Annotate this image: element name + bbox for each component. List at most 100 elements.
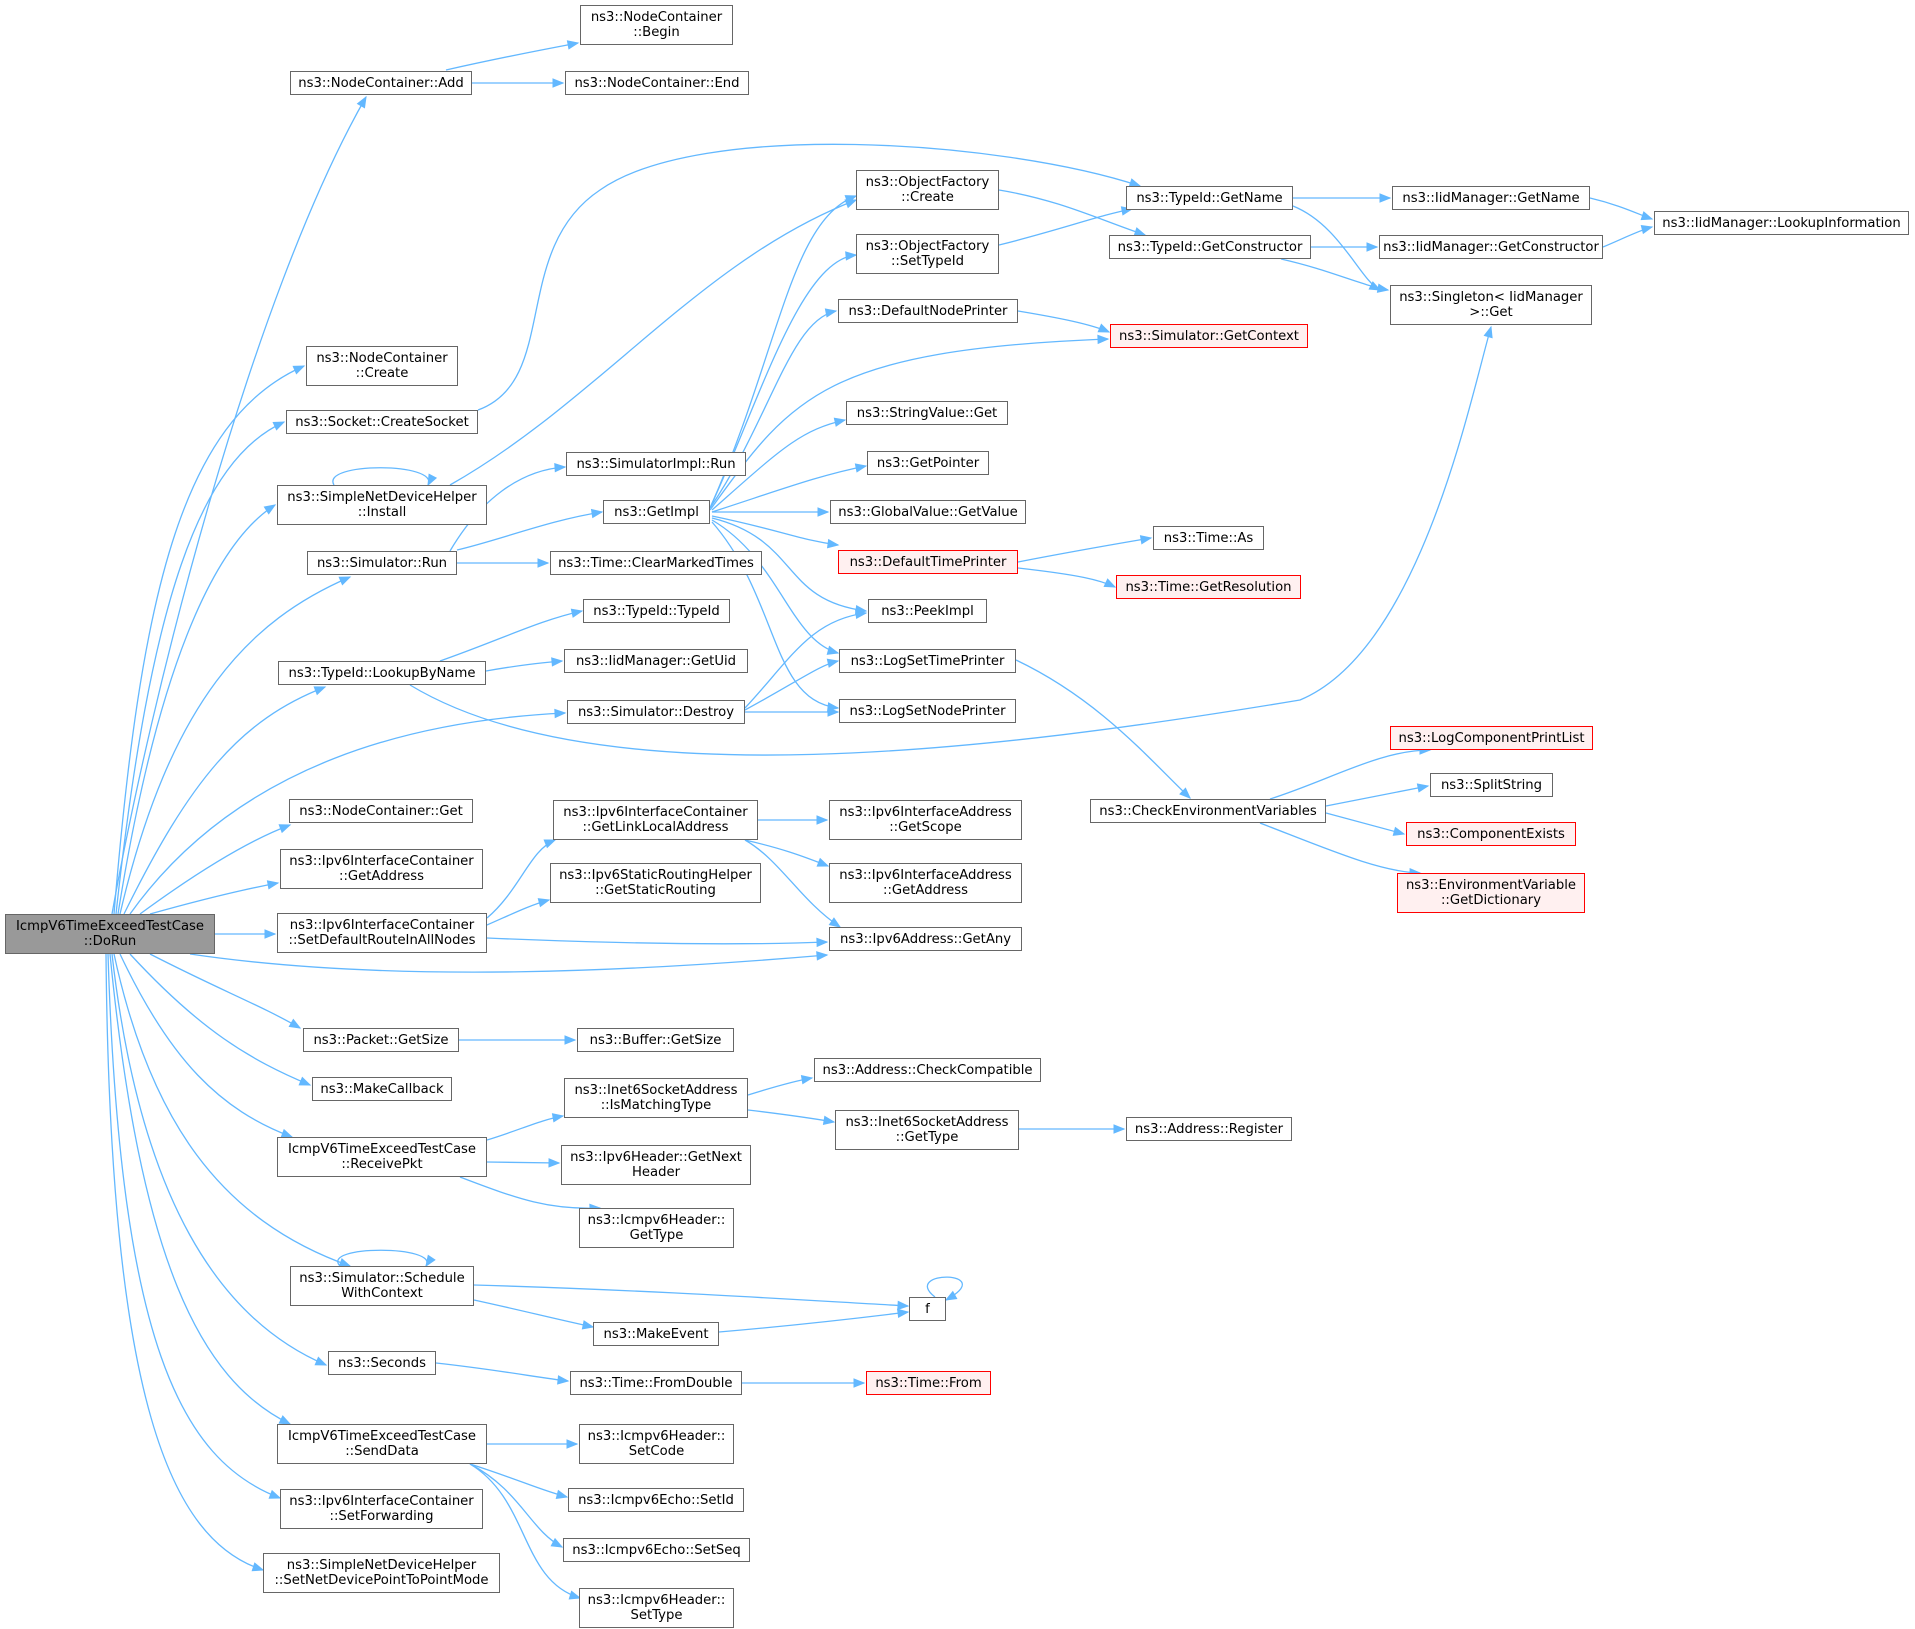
node-time-getres[interactable]: ns3::Time::GetResolution	[1116, 575, 1301, 599]
node-receivepkt[interactable]: IcmpV6TimeExceedTestCase ::ReceivePkt	[277, 1137, 487, 1177]
edge-3	[113, 365, 305, 915]
edge-arrowhead	[1640, 211, 1654, 221]
node-ipv6srh-getstatic[interactable]: ns3::Ipv6StaticRoutingHelper ::GetStatic…	[550, 863, 761, 903]
node-compexists[interactable]: ns3::ComponentExists	[1406, 822, 1576, 846]
node-ipv6ic-setfwd[interactable]: ns3::Ipv6InterfaceContainer ::SetForward…	[280, 1489, 483, 1529]
node-nc-create[interactable]: ns3::NodeContainer ::Create	[306, 346, 458, 386]
node-senddata[interactable]: IcmpV6TimeExceedTestCase ::SendData	[277, 1424, 487, 1464]
edge-52	[744, 612, 867, 709]
node-stringval-get[interactable]: ns3::StringValue::Get	[846, 401, 1008, 425]
node-nc-add[interactable]: ns3::NodeContainer::Add	[290, 71, 472, 95]
edge-arrowhead	[1376, 283, 1390, 293]
node-ipv6addr-getany[interactable]: ns3::Ipv6Address::GetAny	[829, 927, 1022, 951]
node-gv-getvalue[interactable]: ns3::GlobalValue::GetValue	[830, 500, 1026, 524]
edge-16	[113, 953, 351, 1267]
node-of-settypeid[interactable]: ns3::ObjectFactory ::SetTypeId	[856, 234, 999, 274]
node-nc-begin[interactable]: ns3::NodeContainer ::Begin	[580, 5, 733, 45]
node-deftimeprinter[interactable]: ns3::DefaultTimePrinter	[838, 550, 1018, 574]
node-splitstring[interactable]: ns3::SplitString	[1430, 773, 1553, 797]
node-typeid-getname[interactable]: ns3::TypeId::GetName	[1126, 186, 1293, 210]
node-iid-getctor[interactable]: ns3::IidManager::GetConstructor	[1379, 235, 1603, 259]
node-logsettime[interactable]: ns3::LogSetTimePrinter	[839, 649, 1016, 673]
node-ipv6ic-getlinklocal[interactable]: ns3::Ipv6InterfaceContainer ::GetLinkLoc…	[553, 800, 758, 840]
edge-arrowhead	[278, 824, 292, 834]
edge-6	[119, 576, 351, 915]
edge-34	[711, 515, 839, 546]
edge-arrowhead	[313, 686, 327, 696]
edge-23	[477, 143, 1141, 411]
edge-arrowhead	[845, 251, 858, 261]
node-sim-run[interactable]: ns3::Simulator::Run	[307, 551, 457, 575]
node-logcompprint[interactable]: ns3::LogComponentPrintList	[1390, 726, 1593, 750]
node-makecallback[interactable]: ns3::MakeCallback	[312, 1077, 452, 1101]
edge-51	[409, 326, 1492, 756]
node-i6sa-gettype[interactable]: ns3::Inet6SocketAddress ::GetType	[835, 1110, 1019, 1150]
node-nc-get[interactable]: ns3::NodeContainer::Get	[289, 799, 473, 823]
edge-arrowhead	[1392, 826, 1406, 836]
edge-17	[111, 953, 327, 1366]
node-seconds[interactable]: ns3::Seconds	[328, 1351, 436, 1375]
edge-arrowhead	[537, 558, 550, 568]
node-ipv6ic-getaddress[interactable]: ns3::Ipv6InterfaceContainer ::GetAddress	[280, 849, 483, 889]
node-iid-lookupinfo[interactable]: ns3::IidManager::LookupInformation	[1654, 211, 1909, 235]
node-sock-create[interactable]: ns3::Socket::CreateSocket	[286, 410, 478, 434]
edge-83	[469, 1463, 581, 1599]
edge-49	[439, 610, 583, 662]
node-root[interactable]: IcmpV6TimeExceedTestCase ::DoRun	[5, 914, 215, 954]
node-checkenv[interactable]: ns3::CheckEnvironmentVariables	[1090, 799, 1326, 823]
node-icmpv6echo-setid[interactable]: ns3::Icmpv6Echo::SetId	[568, 1488, 744, 1512]
node-ipv6ia-getscope[interactable]: ns3::Ipv6InterfaceAddress ::GetScope	[829, 800, 1022, 840]
node-packet-getsize[interactable]: ns3::Packet::GetSize	[303, 1028, 459, 1052]
node-envvar-getdict[interactable]: ns3::EnvironmentVariable ::GetDictionary	[1397, 873, 1585, 913]
node-sndh-setp2p[interactable]: ns3::SimpleNetDeviceHelper ::SetNetDevic…	[263, 1553, 500, 1593]
node-icmpv6hdr-gettype[interactable]: ns3::Icmpv6Header:: GetType	[579, 1208, 734, 1248]
node-sndh-install[interactable]: ns3::SimpleNetDeviceHelper ::Install	[277, 485, 487, 525]
edge-18	[109, 953, 291, 1425]
node-time-fromdouble[interactable]: ns3::Time::FromDouble	[570, 1371, 742, 1395]
node-typeid-lookup[interactable]: ns3::TypeId::LookupByName	[278, 661, 486, 685]
edge-arrowhead	[590, 508, 604, 519]
node-iid-getname[interactable]: ns3::IidManager::GetName	[1392, 186, 1590, 210]
node-time-as[interactable]: ns3::Time::As	[1153, 526, 1264, 550]
node-logsetnode[interactable]: ns3::LogSetNodePrinter	[839, 699, 1016, 723]
node-time-from[interactable]: ns3::Time::From	[866, 1371, 991, 1395]
node-addr-register[interactable]: ns3::Address::Register	[1126, 1117, 1292, 1141]
node-ipv6hdr-getnext[interactable]: ns3::Ipv6Header::GetNext Header	[561, 1145, 751, 1185]
node-getimpl[interactable]: ns3::GetImpl	[603, 500, 710, 524]
node-f[interactable]: f	[909, 1297, 946, 1321]
edge-60	[486, 839, 556, 919]
edge-arrowhead	[853, 1378, 866, 1388]
node-simimpl-run[interactable]: ns3::SimulatorImpl::Run	[566, 452, 746, 476]
node-sim-destroy[interactable]: ns3::Simulator::Destroy	[567, 700, 745, 724]
node-sim-getcontext[interactable]: ns3::Simulator::GetContext	[1110, 324, 1308, 348]
node-i6sa-ismatching[interactable]: ns3::Inet6SocketAddress ::IsMatchingType	[564, 1078, 748, 1118]
node-addr-checkcompat[interactable]: ns3::Address::CheckCompatible	[814, 1058, 1041, 1082]
node-of-create[interactable]: ns3::ObjectFactory ::Create	[856, 170, 999, 210]
edge-73	[337, 1249, 428, 1267]
node-iid-getuid[interactable]: ns3::IidManager::GetUid	[564, 649, 748, 673]
edge-19	[107, 953, 281, 1499]
node-sim-schedctx[interactable]: ns3::Simulator::Schedule WithContext	[290, 1266, 474, 1306]
edge-38	[998, 208, 1133, 246]
node-makeevent[interactable]: ns3::MakeEvent	[593, 1322, 719, 1346]
node-icmpv6echo-setseq[interactable]: ns3::Icmpv6Echo::SetSeq	[563, 1538, 750, 1562]
node-getpointer[interactable]: ns3::GetPointer	[867, 451, 989, 475]
node-defnodeprinter[interactable]: ns3::DefaultNodePrinter	[838, 299, 1018, 323]
node-singleton-get[interactable]: ns3::Singleton< IidManager >::Get	[1390, 285, 1592, 325]
node-peekimpl[interactable]: ns3::PeekImpl	[868, 599, 987, 623]
edge-arrowhead	[555, 1489, 569, 1499]
edge-arrowhead	[278, 1415, 292, 1425]
node-ipv6ic-setdefroute[interactable]: ns3::Ipv6InterfaceContainer ::SetDefault…	[277, 913, 487, 953]
node-typeid-getctor[interactable]: ns3::TypeId::GetConstructor	[1109, 235, 1311, 259]
node-ipv6ia-getaddress[interactable]: ns3::Ipv6InterfaceAddress ::GetAddress	[829, 863, 1022, 903]
node-typeid-typeid[interactable]: ns3::TypeId::TypeId	[583, 599, 730, 623]
node-icmpv6hdr-settype[interactable]: ns3::Icmpv6Header:: SetType	[579, 1588, 734, 1628]
node-clearmarked[interactable]: ns3::Time::ClearMarkedTimes	[550, 551, 762, 575]
node-icmpv6hdr-setcode[interactable]: ns3::Icmpv6Header:: SetCode	[579, 1424, 734, 1464]
edge-arrowhead	[816, 857, 830, 867]
node-nc-end[interactable]: ns3::NodeContainer::End	[565, 71, 749, 95]
edge-68	[486, 1161, 560, 1164]
node-buffer-getsize[interactable]: ns3::Buffer::GetSize	[577, 1028, 734, 1052]
edge-arrowhead	[1097, 323, 1111, 333]
edge-arrowhead	[537, 898, 551, 908]
